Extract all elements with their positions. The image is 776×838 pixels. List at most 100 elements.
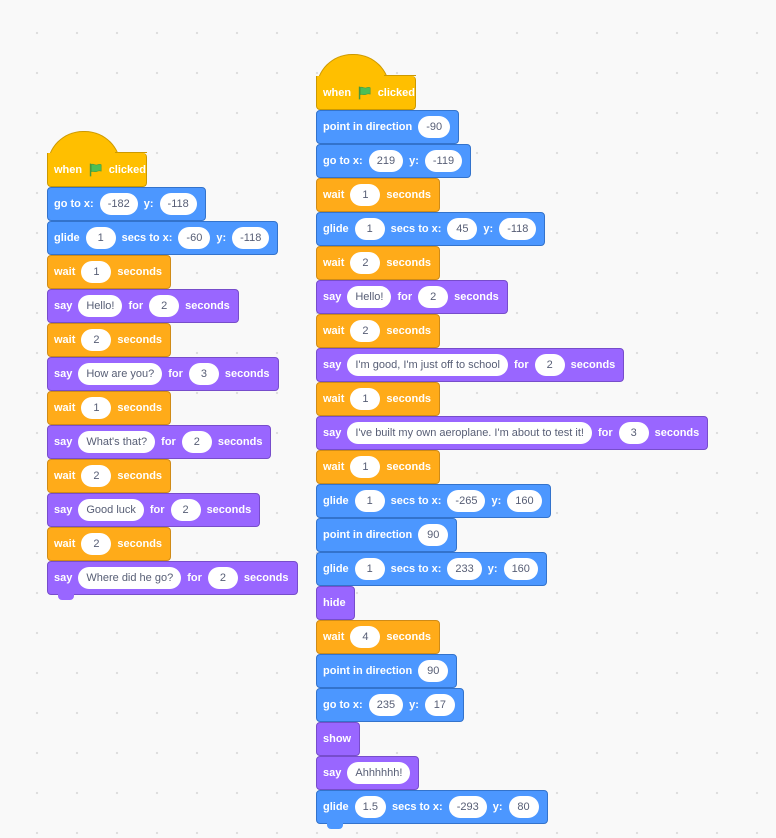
block-input-field[interactable]: 3: [188, 363, 219, 385]
block-input-field[interactable]: Ahhhhhh!: [347, 762, 411, 784]
block-input-field[interactable]: -119: [424, 150, 463, 172]
block-input-field[interactable]: -60: [178, 227, 211, 249]
block-input-field[interactable]: 1: [350, 184, 381, 206]
block-input-field[interactable]: 1: [81, 261, 112, 283]
block-input-field[interactable]: 219: [368, 150, 404, 172]
motion-block-point-in-direction[interactable]: point in direction -90: [316, 110, 460, 144]
block-label: point in direction: [323, 529, 413, 541]
block-input-field[interactable]: Hello!: [78, 295, 123, 317]
block-input-field[interactable]: -118: [499, 218, 537, 240]
looks-block-hide[interactable]: hide: [316, 586, 355, 620]
block-input-field[interactable]: 90: [418, 524, 449, 546]
block-input-field[interactable]: I'm good, I'm just off to school: [347, 354, 508, 376]
block-input-field[interactable]: 1: [354, 490, 385, 512]
block-input-field[interactable]: -118: [232, 227, 270, 249]
block-input-field[interactable]: What's that?: [78, 431, 156, 453]
block-input-field[interactable]: 2: [81, 533, 112, 555]
block-input-field[interactable]: 2: [81, 465, 112, 487]
block-input-field[interactable]: 160: [503, 558, 538, 580]
block-input-field[interactable]: Where did he go?: [78, 567, 182, 589]
block-input-field[interactable]: 2: [534, 354, 565, 376]
block-label: wait: [54, 402, 76, 414]
block-input-field[interactable]: 235: [368, 694, 404, 716]
block-input-field[interactable]: How are you?: [78, 363, 163, 385]
block-input-field[interactable]: 2: [181, 431, 212, 453]
block-input-field[interactable]: 2: [418, 286, 449, 308]
block-label: wait: [54, 266, 76, 278]
block-input-field[interactable]: 2: [207, 567, 238, 589]
block-input-field[interactable]: 2: [170, 499, 201, 521]
block-input-field[interactable]: Hello!: [347, 286, 392, 308]
block-input-field[interactable]: 1: [81, 397, 112, 419]
block-input-field[interactable]: Good luck: [78, 499, 144, 521]
block-input-field[interactable]: 160: [507, 490, 542, 512]
block-label: go to x:: [323, 155, 363, 167]
block-input-field[interactable]: 45: [447, 218, 478, 240]
block-input-field[interactable]: 1: [354, 218, 385, 240]
block-label: secs to x:: [390, 223, 442, 235]
block-input-field[interactable]: 1: [354, 558, 385, 580]
block-input-field[interactable]: 4: [350, 626, 381, 648]
block-input-field[interactable]: -293: [448, 796, 487, 818]
block-input-field[interactable]: 2: [350, 252, 381, 274]
block-input-field[interactable]: 2: [81, 329, 112, 351]
block-input-field[interactable]: 1.5: [354, 796, 386, 818]
block-label: for: [149, 504, 165, 516]
block-input-field[interactable]: 2: [149, 295, 180, 317]
looks-block-say[interactable]: say I've built my own aeroplane. I'm abou…: [316, 416, 709, 450]
block-label: seconds: [454, 291, 499, 303]
block-input-field[interactable]: 1: [85, 227, 116, 249]
block-label: point in direction: [323, 121, 413, 133]
block-input-field[interactable]: 3: [618, 422, 649, 444]
block-input-field[interactable]: 1: [350, 388, 381, 410]
block-label: say: [323, 427, 342, 439]
block-input-field[interactable]: 80: [508, 796, 539, 818]
looks-block-show[interactable]: show: [316, 722, 361, 756]
motion-block-point-in-direction[interactable]: point in direction 90: [316, 518, 458, 552]
block-input-field[interactable]: -90: [418, 116, 451, 138]
block-input-field[interactable]: -265: [447, 490, 486, 512]
block-input-field[interactable]: I've built my own aeroplane. I'm about t…: [347, 422, 592, 444]
block-input-field[interactable]: 90: [418, 660, 449, 682]
block-input-field[interactable]: 233: [447, 558, 482, 580]
block-input-field[interactable]: 17: [424, 694, 455, 716]
block-input-field[interactable]: -182: [99, 193, 138, 215]
block-input-field[interactable]: 2: [350, 320, 381, 342]
block-input-field[interactable]: 1: [350, 456, 381, 478]
block-label: wait: [323, 257, 345, 269]
block-label: seconds: [386, 631, 432, 643]
block-input-field[interactable]: -118: [159, 193, 197, 215]
